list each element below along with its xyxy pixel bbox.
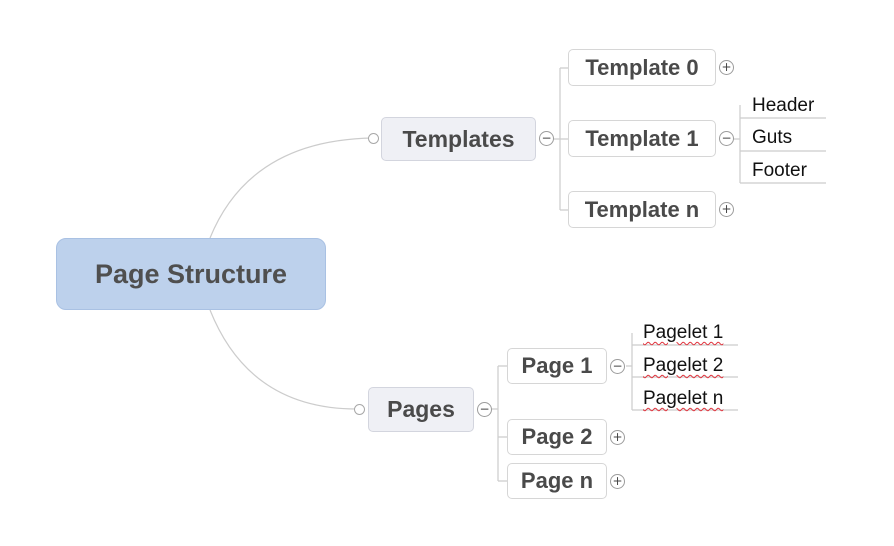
topic-template-1[interactable]: Template 1 [568,120,716,157]
collapse-page-1-minus-icon[interactable]: − [610,359,625,374]
expand-page-n-plus-icon[interactable]: + [610,474,625,489]
topic-page-n-label: Page n [520,468,594,493]
connector-templates-children [554,67,568,211]
leaf-pagelet-2[interactable]: Pagelet 2 [643,355,724,376]
topic-pages[interactable]: Pages [368,387,474,432]
topic-pages-label: Pages [387,396,455,422]
connector-pages-children [492,365,507,482]
leaf-pagelet-1[interactable]: Pagelet 1 [643,322,724,343]
topic-page-2-label: Page 2 [521,424,593,449]
topic-templates-label: Templates [402,125,515,152]
leaf-footer[interactable]: Footer [752,160,807,181]
topic-template-0[interactable]: Template 0 [568,49,716,86]
topic-page-2[interactable]: Page 2 [507,419,607,455]
leaf-header[interactable]: Header [752,95,815,116]
connection-point-templates [368,133,379,144]
collapse-templates-minus-icon[interactable]: − [539,131,554,146]
topic-template-n-label: Template n [584,196,700,222]
central-topic-label: Page Structure [94,258,288,289]
leaf-pagelet-n[interactable]: Pagelet n [643,388,724,409]
collapse-pages-minus-icon[interactable]: − [477,402,492,417]
topic-page-1-label: Page 1 [521,353,593,378]
topic-template-0-label: Template 0 [585,54,699,80]
connection-point-pages [354,404,365,415]
topic-templates[interactable]: Templates [381,117,536,161]
topic-template-1-label: Template 1 [585,125,699,151]
connector-template1-leaves [734,105,826,184]
leaf-guts[interactable]: Guts [752,127,793,148]
central-topic-page-structure[interactable]: Page Structure [56,238,326,310]
topic-page-n[interactable]: Page n [507,463,607,499]
connector-central-pages [209,309,360,410]
topic-template-n[interactable]: Template n [568,191,716,228]
collapse-template-1-minus-icon[interactable]: − [719,131,734,146]
expand-template-0-plus-icon[interactable]: + [719,60,734,75]
connector-central-templates [209,137,374,239]
expand-template-n-plus-icon[interactable]: + [719,202,734,217]
connector-page1-leaves [626,333,738,411]
expand-page-2-plus-icon[interactable]: + [610,430,625,445]
topic-page-1[interactable]: Page 1 [507,348,607,384]
